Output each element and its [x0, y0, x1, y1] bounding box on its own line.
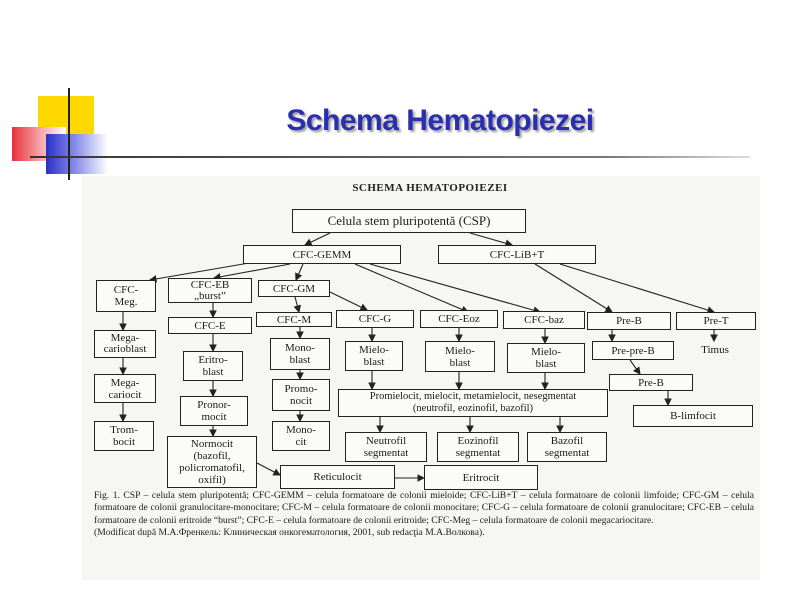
node-trombocit-label: Trom- bocit — [110, 424, 138, 448]
figure-heading: SCHEMA HEMATOPOIEZEI — [352, 182, 508, 194]
node-cfc-e-label: CFC-E — [194, 319, 226, 332]
node-cfc-g: CFC-G — [336, 310, 414, 328]
node-b-limfocit-label: B-limfocit — [670, 410, 716, 422]
node-monoblast-label: Mono- blast — [285, 342, 315, 366]
node-pre-b-2-label: Pre-B — [638, 376, 664, 389]
node-eozinofil: Eozinofil segmentat — [437, 432, 519, 462]
node-pre-b-label: Pre-B — [616, 315, 642, 327]
node-bazofil-label: Bazofil segmentat — [544, 435, 590, 459]
node-pre-pre-b: Pre-pre-B — [592, 341, 674, 360]
node-b-limfocit: B-limfocit — [633, 405, 753, 427]
node-normocit: Normocit (bazofil, policromatofil, oxifi… — [167, 436, 257, 488]
node-megacarioblast: Mega- carioblast — [94, 330, 156, 358]
figure-caption: Fig. 1. CSP – celula stem pluripotentă; … — [94, 490, 754, 538]
node-timus-label: Timus — [701, 344, 729, 356]
node-pre-t-label: Pre-T — [703, 315, 729, 327]
node-cfc-eb: CFC-EB „burst” — [168, 278, 252, 303]
node-cfc-gemm: CFC-GEMM — [243, 245, 401, 264]
node-neutrofil-label: Neutrofil segmentat — [363, 435, 409, 459]
node-megacarioblast-label: Mega- carioblast — [103, 332, 147, 355]
node-normocit-label: Normocit (bazofil, policromatofil, oxifi… — [179, 438, 245, 486]
node-mieloblast-g-label: Mielo- blast — [359, 344, 389, 368]
node-promonocit: Promo- nocit — [272, 379, 330, 411]
node-cfc-gm-label: CFC-GM — [272, 282, 316, 295]
node-promielocit-label: Promielocit, mielocit, metamielocit, nes… — [369, 391, 577, 414]
node-mieloblast-g: Mielo- blast — [345, 341, 403, 371]
node-cfc-meg: CFC- Meg. — [96, 280, 156, 312]
node-eozinofil-label: Eozinofil segmentat — [455, 435, 501, 459]
node-eritroblast: Eritro- blast — [183, 351, 243, 381]
node-cfc-lib-t: CFC-LiB+T — [438, 245, 596, 264]
node-cfc-lib-t-label: CFC-LiB+T — [489, 248, 545, 261]
node-cfc-eb-label: CFC-EB „burst” — [190, 278, 230, 302]
node-reticulocit-label: Reticulocit — [313, 471, 362, 483]
node-csp: Celula stem pluripotentă (CSP) — [292, 209, 526, 233]
node-pre-pre-b-label: Pre-pre-B — [611, 344, 655, 357]
node-cfc-g-label: CFC-G — [358, 313, 392, 325]
node-pre-b-2: Pre-B — [609, 374, 693, 391]
node-megacariocit-label: Mega- cariocit — [108, 376, 142, 401]
node-eritrocit: Eritrocit — [424, 465, 538, 490]
node-pre-t: Pre-T — [676, 312, 756, 330]
node-monocit-label: Mono- cit — [286, 424, 316, 448]
node-promonocit-label: Promo- nocit — [284, 383, 318, 407]
node-eritrocit-label: Eritrocit — [462, 471, 500, 484]
node-cfc-eoz-label: CFC-Eoz — [438, 313, 480, 325]
node-cfc-meg-label: CFC- Meg. — [113, 284, 139, 308]
node-bazofil: Bazofil segmentat — [527, 432, 607, 462]
node-reticulocit: Reticulocit — [280, 465, 395, 489]
node-cfc-m-label: CFC-M — [276, 313, 312, 326]
node-eritroblast-label: Eritro- blast — [198, 354, 228, 378]
node-megacariocit: Mega- cariocit — [94, 374, 156, 403]
node-pronormocit: Pronor- mocit — [180, 396, 248, 426]
node-cfc-eoz: CFC-Eoz — [420, 310, 498, 328]
node-timus: Timus — [690, 341, 740, 359]
node-cfc-e: CFC-E — [168, 317, 252, 334]
node-pre-b: Pre-B — [587, 312, 671, 330]
node-monocit: Mono- cit — [272, 421, 330, 451]
node-mieloblast-baz-label: Mielo- blast — [531, 346, 561, 370]
node-monoblast: Mono- blast — [270, 338, 330, 370]
slide-title: Schema Hematopiezei — [286, 104, 594, 137]
deco-horizontal-line — [30, 156, 750, 158]
deco-blue-square — [46, 134, 108, 174]
node-neutrofil: Neutrofil segmentat — [345, 432, 427, 462]
node-promielocit: Promielocit, mielocit, metamielocit, nes… — [338, 389, 608, 417]
node-trombocit: Trom- bocit — [94, 421, 154, 451]
node-mieloblast-baz: Mielo- blast — [507, 343, 585, 373]
node-cfc-baz-label: CFC-baz — [524, 314, 564, 326]
node-pronormocit-label: Pronor- mocit — [197, 399, 231, 423]
node-cfc-baz: CFC-baz — [503, 311, 585, 329]
node-cfc-gemm-label: CFC-GEMM — [292, 248, 352, 261]
node-cfc-gm: CFC-GM — [258, 280, 330, 297]
node-mieloblast-eoz: Mielo- blast — [425, 341, 495, 372]
deco-vertical-line — [68, 88, 70, 180]
node-mieloblast-eoz-label: Mielo- blast — [445, 344, 475, 369]
node-csp-label: Celula stem pluripotentă (CSP) — [327, 213, 491, 228]
node-cfc-m: CFC-M — [256, 312, 332, 327]
